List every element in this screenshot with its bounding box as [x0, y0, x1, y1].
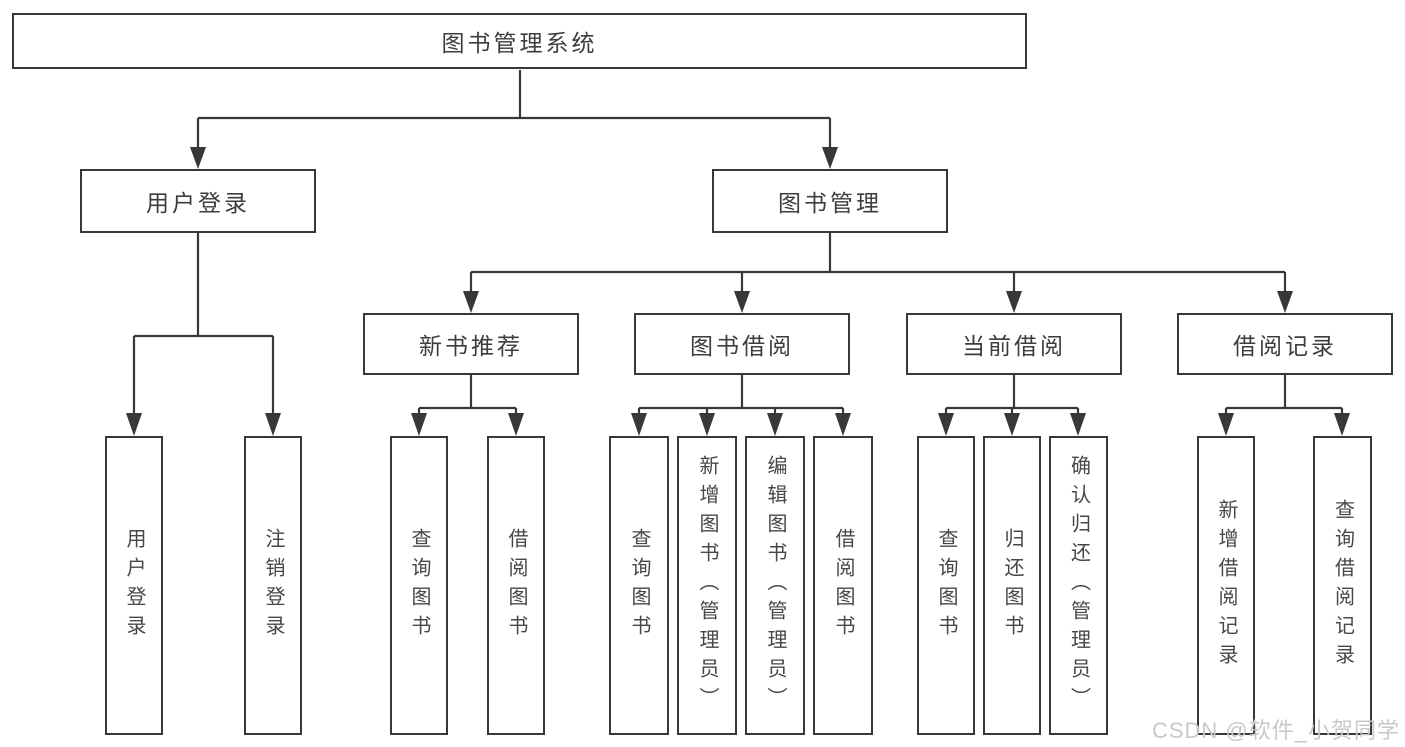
arrowhead: [631, 413, 647, 436]
csdn-watermark: CSDN @软件_小贺同学: [1151, 718, 1400, 743]
connector-book-management-to-level3: [463, 233, 1293, 313]
leaf-borrow-query-books: 查询图书: [609, 436, 669, 735]
leaf-newrec-borrow-books-label: 借阅图书: [505, 527, 527, 644]
leaf-borrow-query-books-label: 查询图书: [628, 527, 650, 644]
leaf-newrec-query-books-label: 查询图书: [408, 527, 430, 644]
node-book-borrow: 图书借阅: [634, 313, 850, 375]
arrowhead: [1218, 413, 1234, 436]
connector-new-book-recommend-to-leaves: [411, 375, 524, 436]
arrowhead: [835, 413, 851, 436]
arrowhead: [734, 291, 750, 313]
leaf-add-borrow-record: 新增借阅记录: [1197, 436, 1255, 735]
node-user-login: 用户登录: [80, 169, 316, 233]
leaf-add-book-admin-label: 新增图书（管理员）: [696, 455, 718, 716]
leaf-user-login-label: 用户登录: [123, 527, 145, 644]
leaf-return-book-label: 归还图书: [1001, 527, 1023, 644]
leaf-confirm-return-admin: 确认归还（管理员）: [1049, 436, 1108, 735]
connector-current-borrow-to-leaves: [938, 375, 1086, 436]
arrowhead: [1004, 413, 1020, 436]
node-book-management-label: 图书管理: [778, 190, 882, 216]
leaf-user-login: 用户登录: [105, 436, 163, 735]
arrowhead: [938, 413, 954, 436]
node-current-borrow-label: 当前借阅: [962, 333, 1066, 359]
arrowhead: [411, 413, 427, 436]
leaf-current-query-books-label: 查询图书: [935, 527, 957, 644]
leaf-borrow-borrow-books-label: 借阅图书: [832, 527, 854, 644]
arrowhead: [463, 291, 479, 313]
node-new-book-recommend-label: 新书推荐: [419, 333, 523, 359]
connector-root-to-level2: [190, 70, 838, 169]
arrowhead: [1277, 291, 1293, 313]
node-user-login-label: 用户登录: [146, 190, 250, 216]
leaf-query-borrow-record-label: 查询借阅记录: [1331, 498, 1354, 673]
leaf-edit-book-admin: 编辑图书（管理员）: [745, 436, 805, 735]
leaf-edit-book-admin-label: 编辑图书（管理员）: [764, 455, 786, 716]
leaf-current-query-books: 查询图书: [917, 436, 975, 735]
leaf-logout-label: 注销登录: [262, 527, 284, 644]
leaf-confirm-return-admin-label: 确认归还（管理员）: [1067, 455, 1090, 716]
arrowhead: [822, 147, 838, 169]
node-new-book-recommend: 新书推荐: [363, 313, 579, 375]
arrowhead: [126, 413, 142, 436]
connector-borrow-records-to-leaves: [1218, 375, 1350, 436]
leaf-return-book: 归还图书: [983, 436, 1041, 735]
arrowhead: [1070, 413, 1086, 436]
arrowhead: [767, 413, 783, 436]
node-borrow-records-label: 借阅记录: [1233, 333, 1337, 359]
leaf-add-book-admin: 新增图书（管理员）: [677, 436, 737, 735]
leaf-newrec-borrow-books: 借阅图书: [487, 436, 545, 735]
arrowhead: [190, 147, 206, 169]
leaf-query-borrow-record: 查询借阅记录: [1313, 436, 1372, 735]
node-current-borrow: 当前借阅: [906, 313, 1122, 375]
arrowhead: [508, 413, 524, 436]
leaf-newrec-query-books: 查询图书: [390, 436, 448, 735]
connector-book-borrow-to-leaves: [631, 375, 851, 436]
arrowhead: [1334, 413, 1350, 436]
arrowhead: [265, 413, 281, 436]
connector-user-login-to-leaves: [126, 233, 281, 436]
leaf-logout: 注销登录: [244, 436, 302, 735]
arrowhead: [699, 413, 715, 436]
node-root: 图书管理系统: [12, 13, 1027, 69]
node-root-label: 图书管理系统: [441, 30, 598, 56]
node-book-borrow-label: 图书借阅: [690, 333, 794, 359]
leaf-borrow-borrow-books: 借阅图书: [813, 436, 873, 735]
node-book-management: 图书管理: [712, 169, 948, 233]
node-borrow-records: 借阅记录: [1177, 313, 1393, 375]
arrowhead: [1006, 291, 1022, 313]
leaf-add-borrow-record-label: 新增借阅记录: [1215, 498, 1237, 673]
